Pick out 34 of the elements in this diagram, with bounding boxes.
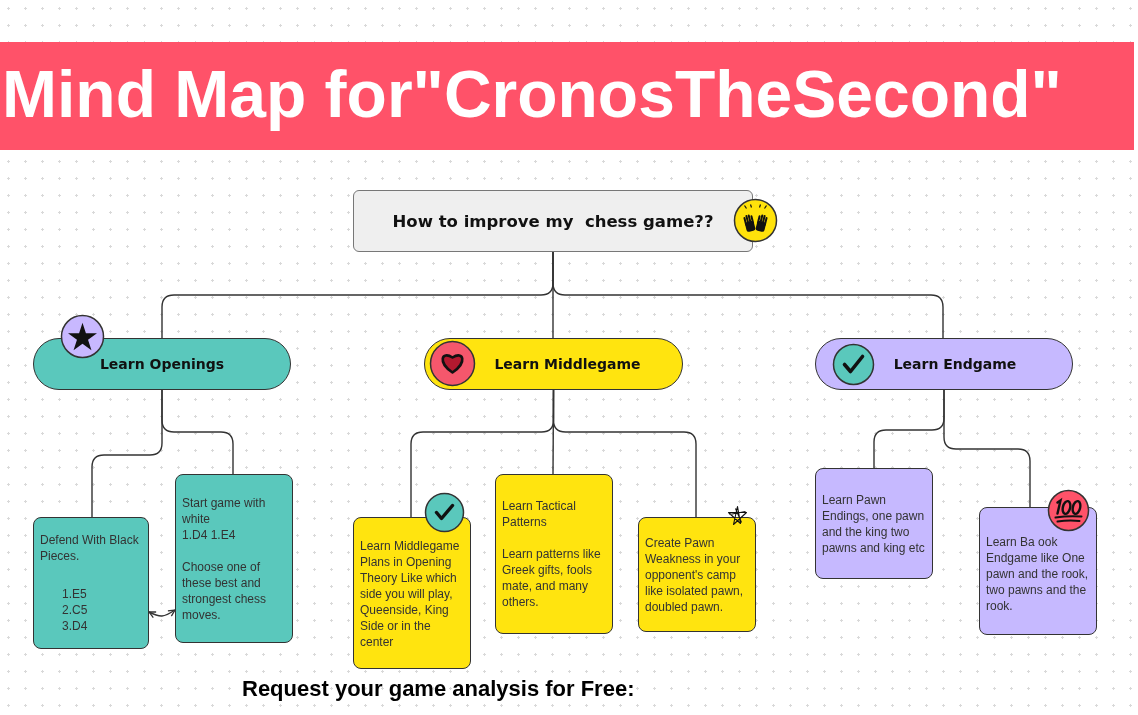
branch-label: Learn Endgame (893, 356, 1017, 372)
note-card (638, 517, 756, 632)
note-card (979, 507, 1097, 635)
list-item: 1.E5 (61, 586, 88, 602)
note-card (175, 474, 293, 643)
note-text: Create Pawn Weakness in your opponent's camp like isolated pawn, doubled pawn. (645, 534, 745, 615)
branch-pill (815, 338, 1073, 390)
branch-label: Learn Middlegame (494, 356, 641, 372)
footer-note: Request your game analysis for Free: (242, 676, 635, 702)
arrow (148, 609, 176, 619)
note-text: Defend With Black Pieces. (40, 532, 140, 564)
note-text: 1.D4 1.E4 (182, 526, 237, 543)
note-text: Learn patterns like Greek gifts, fools mate, and many others. (502, 546, 602, 610)
note-card (33, 517, 149, 649)
note-text: Choose one of these best and strongest chess moves. (182, 558, 268, 623)
connector-line (552, 389, 697, 518)
connector-line (552, 251, 944, 339)
central-topic-box (353, 190, 753, 252)
note-text: Learn Tactical Patterns (502, 498, 577, 530)
title: Mind Map for"CronosTheSecond" (2, 56, 1062, 133)
topic-title: How to improve my chess game?? (392, 211, 714, 231)
note-card (495, 474, 613, 634)
note-card (815, 468, 933, 579)
list-item: 2.C5 (61, 602, 89, 618)
list-item: 3.D4 (61, 618, 89, 634)
note-text: Learn Pawn Endings, one pawn and the king two pawns and king etc (822, 491, 926, 556)
connector-line (161, 389, 234, 475)
note-card (353, 517, 471, 669)
branch-label: Learn Openings (99, 356, 225, 372)
connector-line (943, 389, 1031, 508)
note-text: Learn Middlegame Plans in Opening Theory Like which side you will play, Queenside, King Side or in the center (360, 538, 461, 650)
branch-pill (33, 338, 291, 390)
note-text: Start game with white (182, 494, 267, 527)
note-text: Learn Ba ook Endgame like One pawn and the rook, two pawns and the rook. (986, 534, 1090, 614)
